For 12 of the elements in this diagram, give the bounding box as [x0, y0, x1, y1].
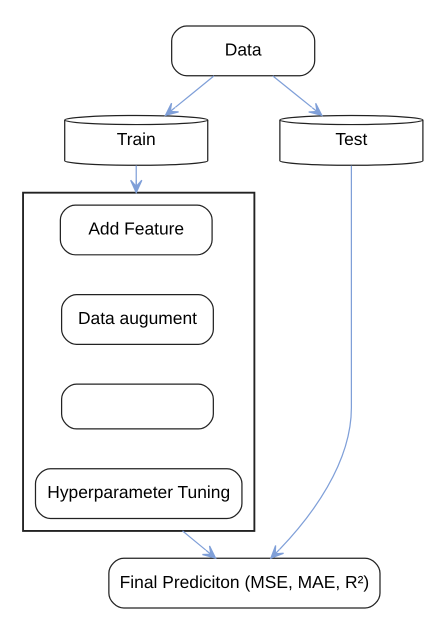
- arrow: [182, 530, 216, 558]
- arrow: [270, 165, 352, 558]
- arrow: [130, 164, 142, 193]
- arrow: [272, 74, 322, 116]
- node-box: Final Prediciton (MSE, MAE, R²): [108, 557, 381, 608]
- cluster: [22, 191, 256, 532]
- arrow: [164, 74, 214, 116]
- node-box: [60, 383, 214, 430]
- node-box: Hyperparameter Tuning: [34, 468, 243, 519]
- node-box: Data augument: [60, 294, 214, 344]
- node-box: Data: [171, 24, 316, 76]
- node-box: Add Feature: [60, 204, 213, 255]
